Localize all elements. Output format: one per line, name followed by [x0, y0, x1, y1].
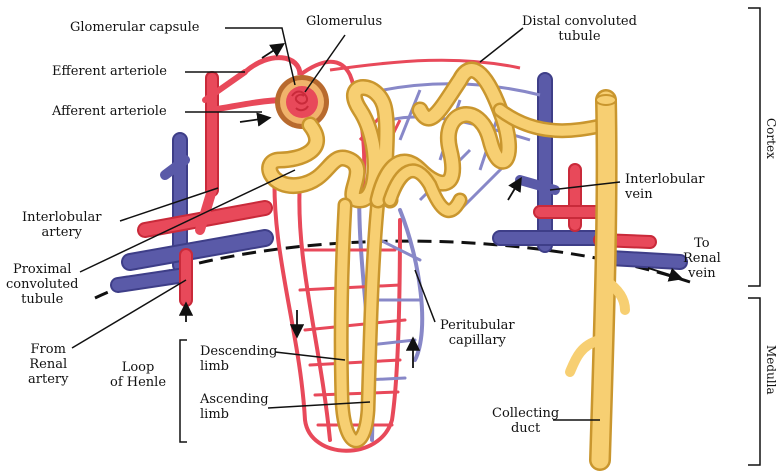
label-cortex: Cortex — [764, 118, 778, 159]
label-ascending-limb: Ascending limb — [200, 392, 269, 422]
label-afferent-arteriole: Afferent arteriole — [52, 104, 167, 119]
label-descending-limb: Descending limb — [200, 344, 277, 374]
label-glomerular-capsule: Glomerular capsule — [70, 20, 199, 35]
collecting-duct — [570, 95, 625, 460]
label-loop-of-henle: Loop of Henle — [110, 360, 166, 390]
label-medulla: Medulla — [764, 345, 778, 395]
label-peritubular-capillary: Peritubular capillary — [440, 318, 515, 348]
glomerular-capsule — [275, 75, 329, 129]
renal-tubule — [270, 70, 605, 441]
label-interlobular-vein: Interlobular vein — [625, 172, 704, 202]
label-proximal-convoluted-tubule: Proximal convoluted tubule — [6, 262, 78, 307]
label-to-renal-vein: To Renal vein — [683, 236, 721, 281]
afferent-arteriole — [212, 100, 285, 110]
label-efferent-arteriole: Efferent arteriole — [52, 64, 167, 79]
label-distal-convoluted-tubule: Distal convoluted tubule — [522, 14, 637, 44]
label-glomerulus: Glomerulus — [306, 14, 382, 29]
right-veins — [500, 80, 680, 262]
label-from-renal-artery: From Renal artery — [28, 342, 68, 387]
label-interlobular-artery: Interlobular artery — [22, 210, 101, 240]
label-collecting-duct: Collecting duct — [492, 406, 559, 436]
